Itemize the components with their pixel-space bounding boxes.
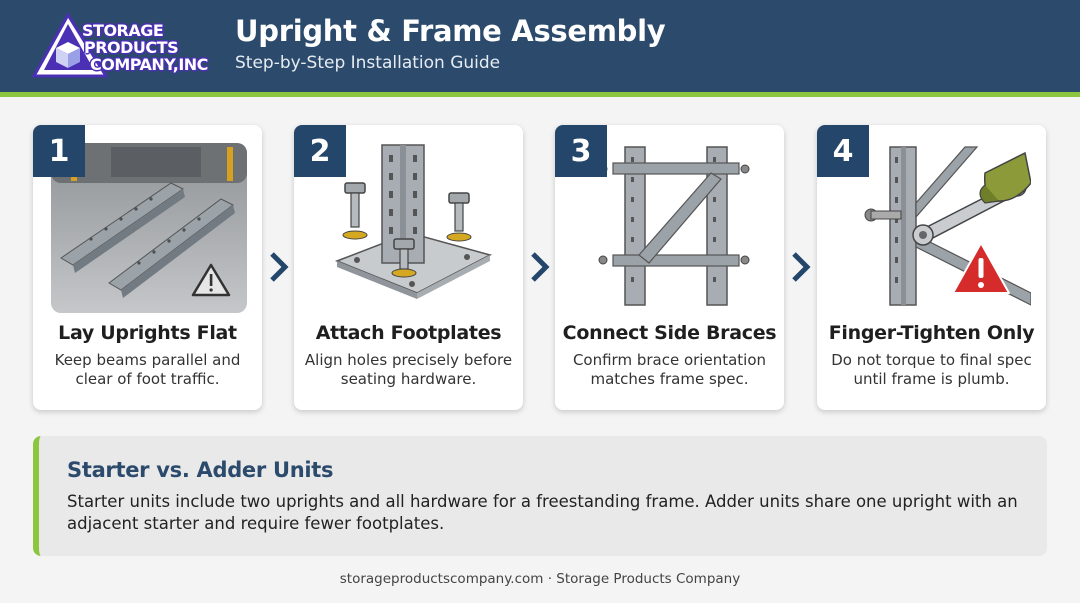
step-number-badge: 3 xyxy=(555,125,607,177)
step-description: Align holes precisely before seating har… xyxy=(304,351,513,388)
bolt-icon xyxy=(342,182,368,240)
company-logo: STORAGE PRODUCTS COMPANY,INC xyxy=(30,12,215,82)
step-card-3: 3 Connect Side Braces Confirm brace orie… xyxy=(555,125,784,410)
callout-body: Starter units include two uprights and a… xyxy=(67,492,1018,533)
step-number-badge: 1 xyxy=(33,125,85,177)
callout-title: Starter vs. Adder Units xyxy=(67,458,334,482)
step-number-badge: 4 xyxy=(817,125,869,177)
brace-icon xyxy=(612,162,740,267)
step-number-badge: 2 xyxy=(294,125,346,177)
step-card-1: 1 Lay Uprights Flat Keep beams parallel … xyxy=(33,125,262,410)
step-description: Confirm brace orientation matches frame … xyxy=(572,351,767,388)
chevron-right-icon xyxy=(270,252,289,282)
footer-text: storageproductscompany.com · Storage Pro… xyxy=(339,571,741,587)
step-title: Finger-Tighten Only xyxy=(828,322,1035,344)
step-description: Keep beams parallel and clear of foot tr… xyxy=(54,351,241,388)
logo-triangle-icon xyxy=(31,12,109,78)
info-callout: Starter vs. Adder Units Starter units in… xyxy=(33,436,1047,556)
step-card-4: 4 Finger-Tighten Only Do not torque to f… xyxy=(817,125,1046,410)
step-title: Connect Side Braces xyxy=(562,322,777,344)
footplate-bolts-illustration xyxy=(334,144,493,299)
wrench-tighten-illustration xyxy=(864,146,1031,306)
chevron-right-icon xyxy=(792,252,811,282)
step-title: Attach Footplates xyxy=(315,322,502,344)
header-bar xyxy=(0,0,1080,92)
page-title: Upright & Frame Assembly xyxy=(235,14,666,48)
uprights-on-floor-illustration xyxy=(51,143,247,313)
step-title: Lay Uprights Flat xyxy=(58,322,237,344)
logo-line-3: COMPANY,INC xyxy=(90,55,208,74)
page-subtitle: Step-by-Step Installation Guide xyxy=(235,53,501,73)
logo-line-1: STORAGE xyxy=(82,21,164,40)
step-description: Do not torque to final spec until frame … xyxy=(831,351,1032,388)
header-accent-stripe xyxy=(0,92,1080,97)
chevron-right-icon xyxy=(531,252,550,282)
side-braces-illustration xyxy=(598,146,750,306)
step-card-2: 2 Attach Footplates Align holes precisel… xyxy=(294,125,523,410)
warning-triangle-icon xyxy=(952,242,1010,294)
logo-line-2: PRODUCTS xyxy=(84,38,179,57)
warning-triangle-icon xyxy=(191,263,231,297)
